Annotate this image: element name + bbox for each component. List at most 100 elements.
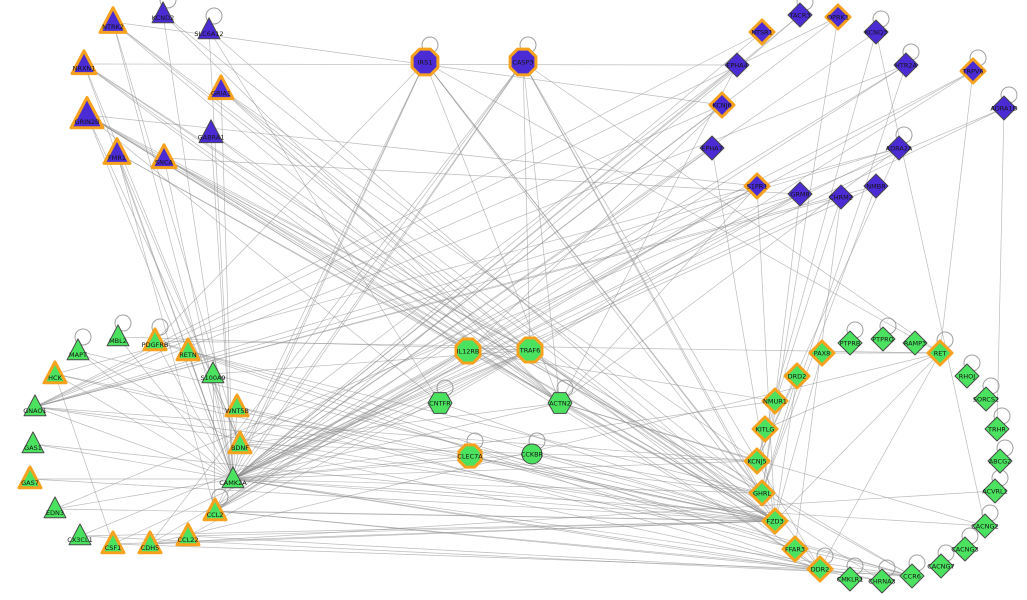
node-GAS1[interactable] bbox=[21, 431, 45, 454]
node-GABRA1[interactable] bbox=[198, 119, 224, 144]
node-KCNJ6[interactable] bbox=[708, 91, 736, 119]
node-ABCG2[interactable] bbox=[987, 448, 1013, 474]
node-BDNF[interactable] bbox=[227, 430, 253, 455]
node-CSF1[interactable] bbox=[100, 530, 126, 555]
node-CASP3[interactable] bbox=[508, 47, 538, 77]
node-CCL22[interactable] bbox=[175, 522, 201, 547]
edge-GRIN2B-DDR2 bbox=[86, 114, 821, 570]
node-CCL2[interactable] bbox=[202, 497, 228, 522]
node-label-KITLG: KITLG bbox=[756, 425, 775, 433]
edge-CAMK2A-CHRNA3 bbox=[232, 478, 883, 582]
node-OPRK1[interactable] bbox=[824, 3, 852, 31]
node-DRD2[interactable] bbox=[783, 362, 811, 390]
node-label-IRS1: IRS1 bbox=[418, 58, 433, 66]
node-MBL2[interactable] bbox=[106, 324, 130, 347]
node-CHRM2[interactable] bbox=[828, 184, 854, 210]
node-label-SLC6A12: SLC6A12 bbox=[194, 30, 223, 38]
node-CAMK2A[interactable] bbox=[221, 466, 245, 489]
node-CACNG3[interactable] bbox=[952, 536, 978, 562]
edge-CSF1-TRAF6 bbox=[112, 349, 531, 545]
edge-NRXN1-FZD3 bbox=[83, 63, 776, 522]
node-GRIN2B[interactable] bbox=[69, 95, 105, 130]
node-CACNG7[interactable] bbox=[928, 553, 954, 579]
node-MAPT[interactable] bbox=[66, 338, 90, 361]
node-FZD3[interactable] bbox=[761, 507, 789, 535]
node-PTPRB[interactable] bbox=[837, 330, 863, 356]
node-ADRA2A[interactable] bbox=[886, 135, 912, 161]
node-KITLG[interactable] bbox=[751, 415, 779, 443]
node-RET[interactable] bbox=[926, 339, 954, 367]
node-KCNQ3[interactable] bbox=[863, 19, 889, 45]
node-KCNJ5[interactable] bbox=[743, 447, 771, 475]
node-PAX8[interactable] bbox=[808, 339, 836, 367]
node-label-CMKLR1: CMKLR1 bbox=[837, 575, 864, 583]
node-label-CHRM2: CHRM2 bbox=[829, 193, 853, 201]
node-HTR2A[interactable] bbox=[893, 52, 919, 78]
node-SLC6A12[interactable] bbox=[197, 17, 221, 40]
node-NMBR[interactable] bbox=[863, 173, 889, 199]
edge-NRXN1-IL12RB bbox=[83, 63, 469, 352]
node-TRHR[interactable] bbox=[984, 416, 1010, 442]
node-ACTN2[interactable] bbox=[547, 392, 573, 414]
node-CMKLR1[interactable] bbox=[837, 566, 863, 592]
node-CDH5[interactable] bbox=[137, 530, 163, 555]
edge-ADRA2A-ACTN2 bbox=[559, 147, 900, 404]
node-CNTFR[interactable] bbox=[427, 392, 453, 414]
node-CACNG2[interactable] bbox=[972, 513, 998, 539]
node-ACVRL1[interactable] bbox=[982, 478, 1008, 504]
node-GRM8[interactable] bbox=[787, 181, 813, 207]
node-NTRK2[interactable] bbox=[98, 6, 128, 34]
node-IL12RB[interactable] bbox=[454, 337, 482, 365]
node-IRS1[interactable] bbox=[410, 47, 440, 77]
node-KCND2[interactable] bbox=[151, 1, 175, 24]
node-WNT5B[interactable] bbox=[224, 393, 250, 418]
node-CCR6[interactable] bbox=[899, 563, 925, 589]
node-TRAF6[interactable] bbox=[516, 336, 544, 364]
node-TRPV6[interactable] bbox=[959, 57, 987, 85]
node-label-HCK: HCK bbox=[48, 374, 62, 382]
node-CHRNA3[interactable] bbox=[869, 568, 895, 594]
node-NMUR1[interactable] bbox=[761, 387, 789, 415]
node-CCKBR[interactable] bbox=[521, 443, 543, 465]
edge-CASP3-GHRL bbox=[522, 61, 763, 494]
node-CLEC7A[interactable] bbox=[457, 443, 483, 469]
node-label-BDNF: BDNF bbox=[231, 444, 249, 452]
node-NRXN1[interactable] bbox=[70, 49, 98, 76]
node-S100A9[interactable] bbox=[201, 361, 225, 384]
node-NTSR1[interactable] bbox=[748, 18, 776, 46]
node-GAS7[interactable] bbox=[17, 465, 43, 490]
node-CX3CL1[interactable] bbox=[68, 523, 92, 546]
edge-EPHA7-CAMK2A bbox=[232, 147, 713, 480]
node-GRIA1[interactable] bbox=[207, 74, 235, 101]
node-GHRL[interactable] bbox=[748, 479, 776, 507]
node-SNCA[interactable] bbox=[150, 143, 178, 170]
node-label-NTRK2: NTRK2 bbox=[102, 23, 124, 31]
node-PTPRO[interactable] bbox=[870, 326, 896, 352]
node-label-RET: RET bbox=[934, 349, 947, 357]
node-FFAR3[interactable] bbox=[781, 535, 809, 563]
node-PDGFRB[interactable] bbox=[142, 327, 168, 352]
node-RETN[interactable] bbox=[175, 337, 201, 362]
edge-GRIN2B-FZD3 bbox=[86, 114, 776, 522]
node-label-ADRA2A: ADRA2A bbox=[886, 144, 913, 152]
node-EPHA4[interactable] bbox=[724, 52, 750, 78]
node-SORCS2[interactable] bbox=[973, 386, 999, 412]
node-label-ABCG2: ABCG2 bbox=[989, 457, 1012, 465]
node-EDN3[interactable] bbox=[43, 496, 67, 519]
node-GNAO1[interactable] bbox=[23, 394, 47, 417]
edge-TRAF6-CCR6 bbox=[529, 349, 913, 577]
node-label-TRAF6: TRAF6 bbox=[519, 346, 541, 354]
node-RHOJ[interactable] bbox=[954, 363, 980, 389]
node-FMR1[interactable] bbox=[102, 137, 132, 165]
node-S1PR1[interactable] bbox=[743, 172, 771, 200]
node-DDR2[interactable] bbox=[806, 555, 834, 583]
node-label-KCND2: KCND2 bbox=[152, 14, 174, 22]
node-EPHA7[interactable] bbox=[699, 135, 725, 161]
node-TACR3[interactable] bbox=[787, 2, 813, 28]
node-HCK[interactable] bbox=[42, 360, 68, 385]
node-RAMP3[interactable] bbox=[902, 330, 928, 356]
node-ADRA1D[interactable] bbox=[991, 95, 1017, 121]
self-loop-MAPT bbox=[74, 328, 92, 346]
